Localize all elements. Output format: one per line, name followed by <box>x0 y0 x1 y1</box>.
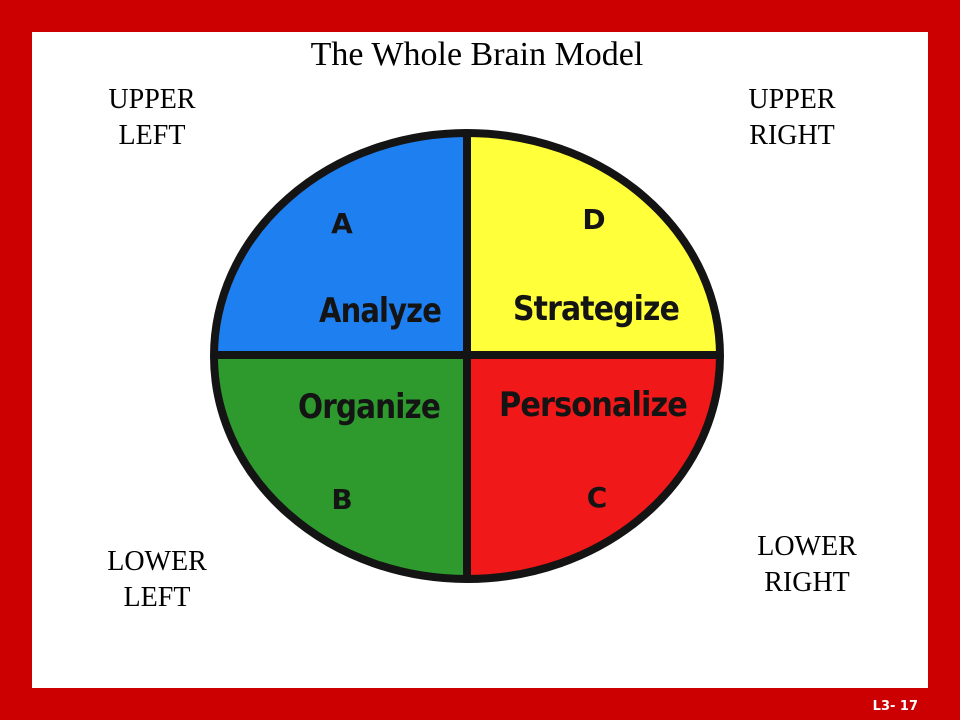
label-upper-right-line1: UPPER <box>748 84 836 115</box>
label-upper-right-line2: RIGHT <box>749 120 835 151</box>
whole-brain-diagram: A Analyze D Strategize Organize B Person… <box>210 129 724 583</box>
quadrant-b-word: Organize <box>298 387 440 427</box>
label-lower-left-line1: LOWER <box>107 546 207 577</box>
label-lower-right: LOWER RIGHT <box>742 529 872 601</box>
label-upper-left: UPPER LEFT <box>92 82 212 154</box>
label-lower-left-line2: LEFT <box>123 582 191 613</box>
quadrant-c-word: Personalize <box>499 385 687 425</box>
slide: The Whole Brain Model UPPER LEFT UPPER R… <box>32 32 928 688</box>
label-lower-right-line2: RIGHT <box>764 567 850 598</box>
quadrant-d-letter: D <box>582 203 605 236</box>
quadrant-a-word: Analyze <box>319 291 441 331</box>
label-lower-right-line1: LOWER <box>757 531 857 562</box>
label-upper-left-line1: UPPER <box>108 84 196 115</box>
slide-title: The Whole Brain Model <box>310 36 644 73</box>
quadrant-c-letter: C <box>587 481 608 514</box>
quadrant-d-word: Strategize <box>513 289 679 329</box>
label-upper-right: UPPER RIGHT <box>732 82 852 154</box>
quadrant-a-letter: A <box>331 207 353 240</box>
label-upper-left-line2: LEFT <box>118 120 186 151</box>
slide-number: L3- 17 <box>872 699 918 714</box>
quadrant-b-letter: B <box>331 483 352 516</box>
label-lower-left: LOWER LEFT <box>92 544 222 616</box>
